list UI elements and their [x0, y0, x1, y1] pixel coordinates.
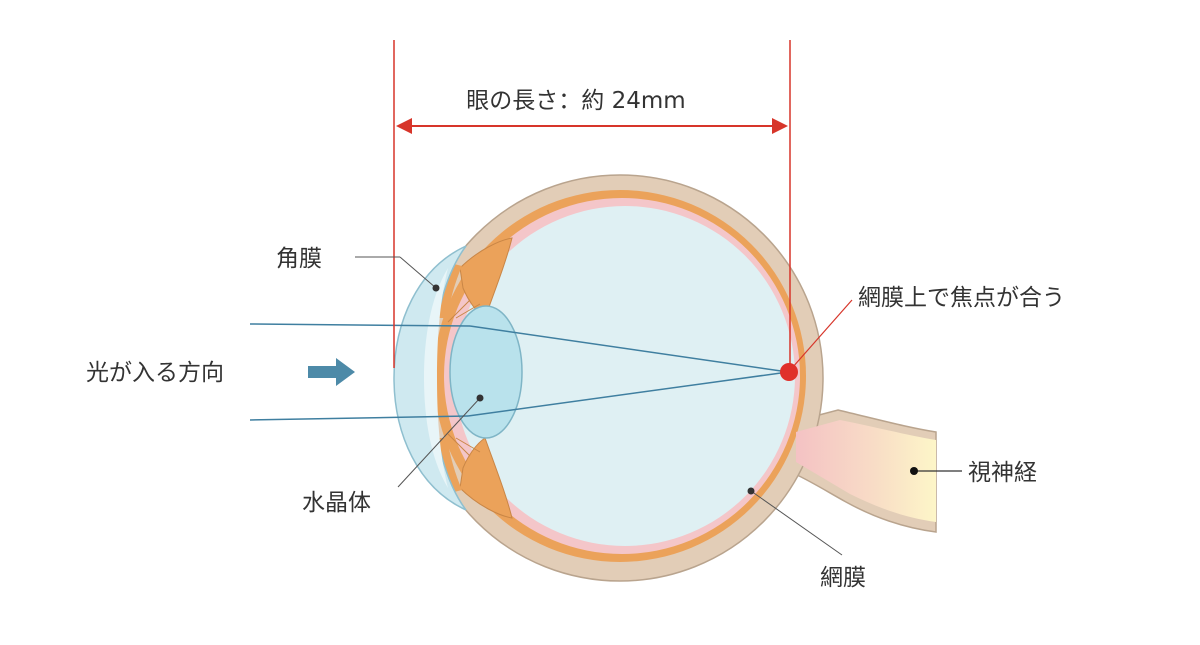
- crystalline-lens: [449, 305, 523, 439]
- light-ray-lower: [249, 415, 469, 421]
- light-ray-lower-refracted: [467, 371, 789, 417]
- light-direction-arrow: [308, 358, 355, 386]
- lens-label: 水晶体: [302, 490, 371, 516]
- retina-leader-line: [750, 490, 843, 556]
- focus-label: 網膜上で焦点が合う: [858, 285, 1065, 311]
- optic-nerve: [796, 420, 936, 522]
- cornea-leader-line-2: [399, 256, 437, 289]
- dimension-label: 眼の長さ：約 24mm: [466, 88, 685, 114]
- light-direction-label: 光が入る方向: [86, 360, 224, 386]
- optic-nerve-label: 視神経: [968, 460, 1037, 486]
- light-ray-upper-refracted: [469, 325, 789, 373]
- measure-arrowhead-right: [772, 118, 788, 134]
- retina-label: 網膜: [820, 565, 866, 591]
- zonule-fibers: [447, 299, 481, 457]
- focus-point: [780, 363, 798, 381]
- cornea-marker: [432, 284, 440, 292]
- focus-leader-line: [791, 299, 853, 369]
- optic-nerve-marker: [910, 467, 918, 475]
- measure-arrowhead-left: [396, 118, 412, 134]
- cornea-label: 角膜: [276, 246, 322, 272]
- ciliary-body-upper: [459, 237, 513, 319]
- retina-marker: [747, 487, 755, 495]
- anterior-chamber: [424, 268, 448, 488]
- vitreous-body: [455, 206, 795, 546]
- light-ray-upper: [249, 323, 471, 327]
- ciliary-body-lower: [459, 437, 513, 519]
- lens-leader-line: [397, 397, 481, 488]
- lens-marker: [476, 394, 484, 402]
